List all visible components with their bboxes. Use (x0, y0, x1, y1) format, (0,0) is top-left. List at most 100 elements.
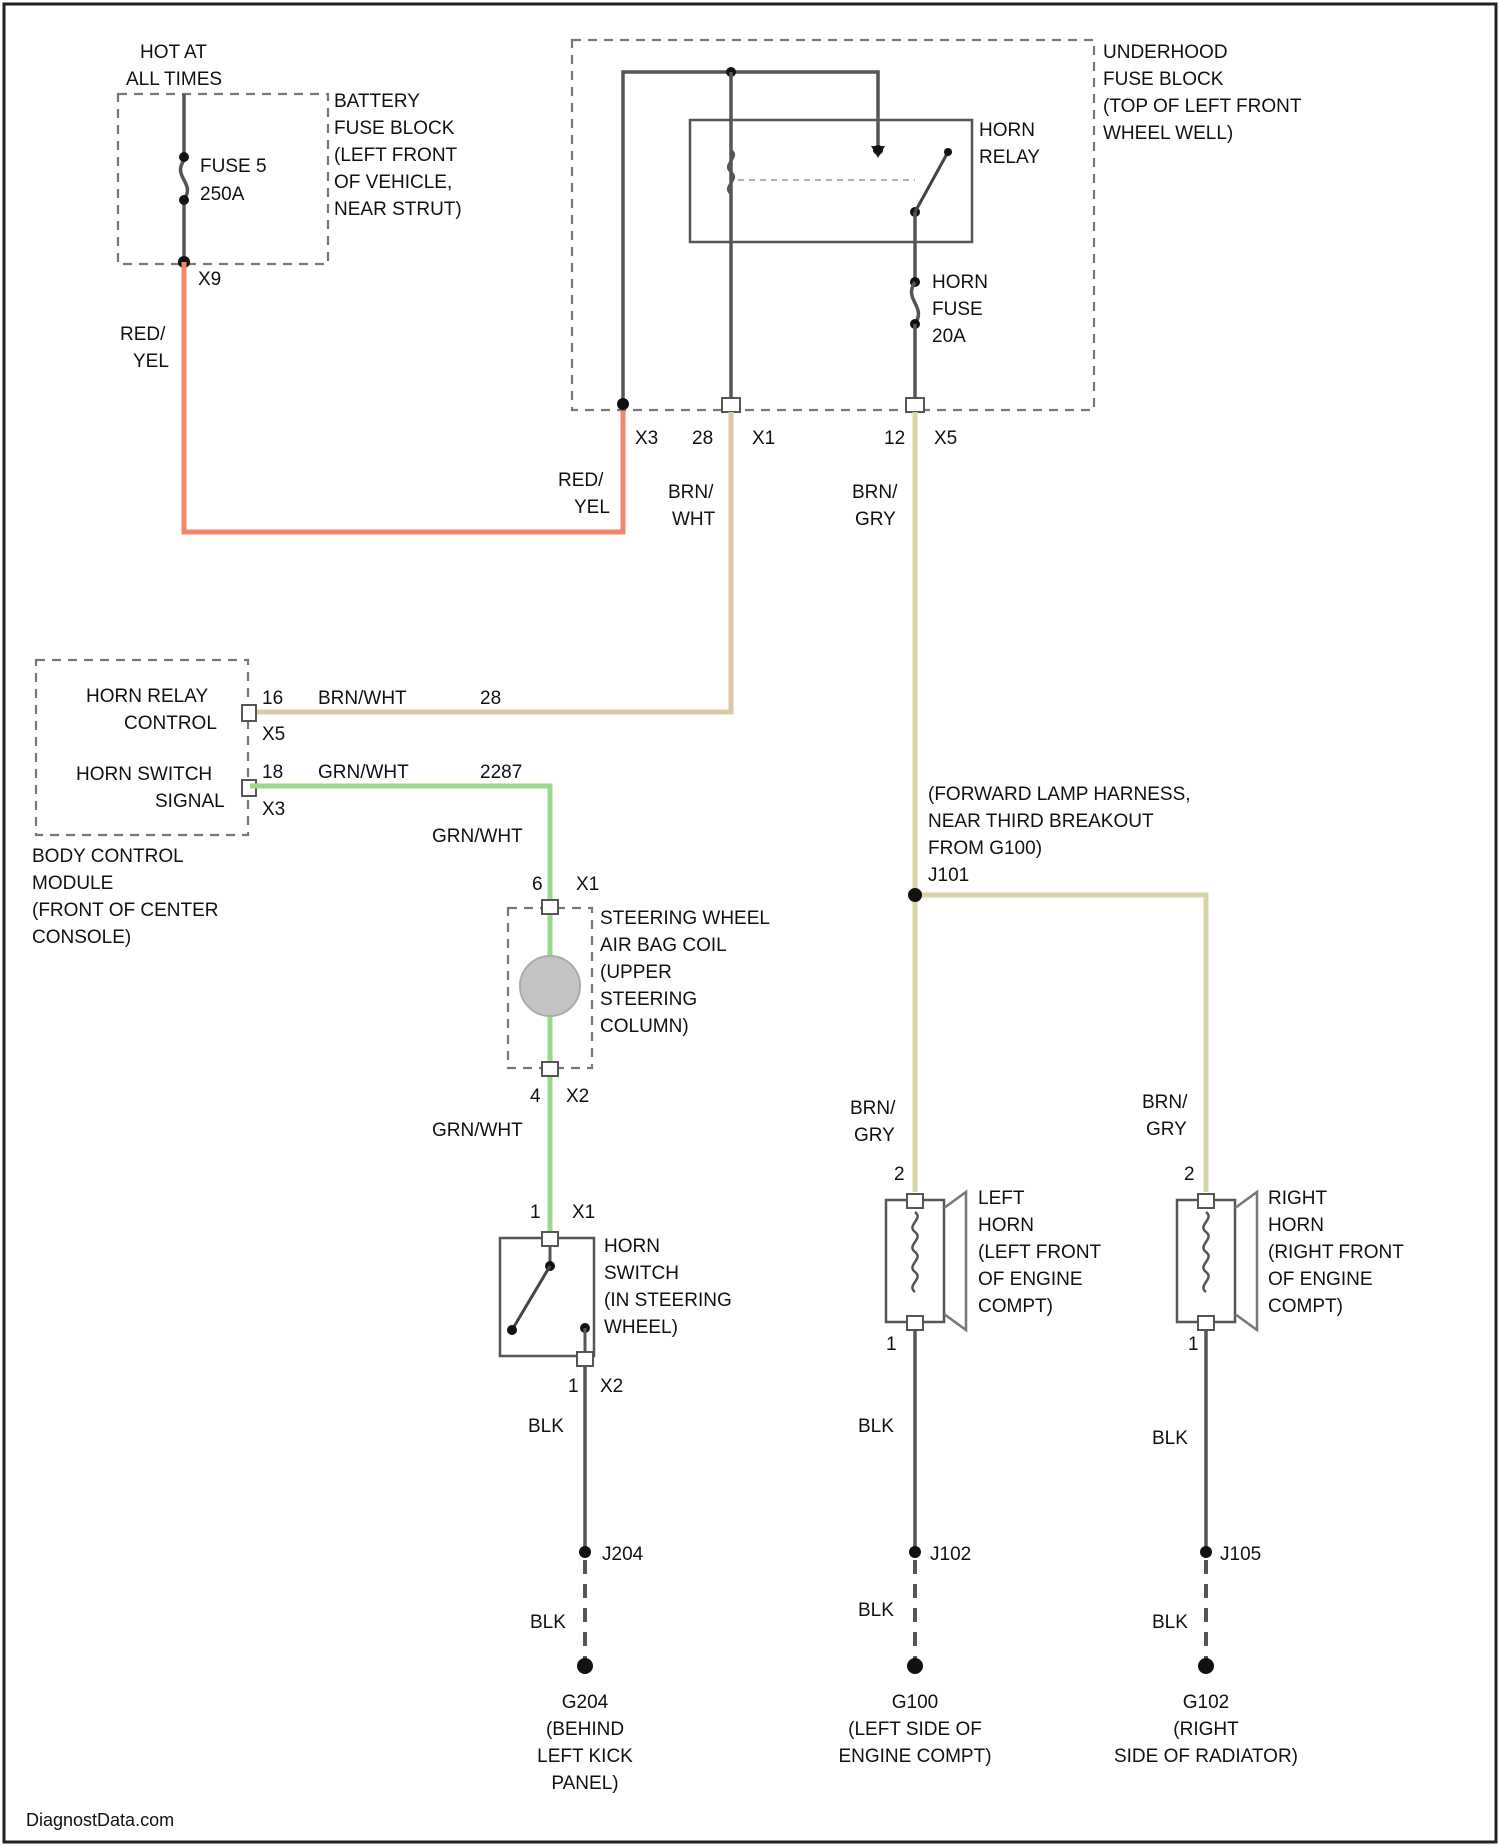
left-horn-label-1: LEFT (978, 1188, 1025, 1209)
battery-fuse-block-location-4: OF VEHICLE, (334, 172, 452, 193)
airbag-coil-label-4: STEERING (600, 989, 697, 1010)
underhood-location-4: WHEEL WELL) (1103, 123, 1233, 144)
ground-g100-label-2: (LEFT SIDE OF (848, 1719, 982, 1740)
bcm-pin-18-label: 18 (262, 762, 283, 783)
left-horn-pin-bottom: 1 (886, 1334, 897, 1355)
forward-lamp-harness-label-2: NEAR THIRD BREAKOUT (928, 811, 1154, 832)
underhood-pin-12 (906, 398, 924, 412)
wire-grn-wht-inline-label: GRN/WHT (318, 762, 409, 783)
wire-brn-gry-right-label-1: BRN/ (1142, 1092, 1188, 1113)
airbag-coil-label-3: (UPPER (600, 962, 672, 983)
bcm-pin-16 (242, 705, 256, 721)
bcm-location-3: (FRONT OF CENTER (32, 900, 218, 921)
wire-brn-gry-right-label-2: GRY (1146, 1119, 1187, 1140)
ground-g204-label-1: G204 (562, 1692, 609, 1713)
wire-blk-4-label: BLK (858, 1600, 894, 1621)
splice-j101: J101 (928, 865, 969, 886)
splice-j204-label: J204 (602, 1544, 644, 1565)
bcm-pin-16-label: 16 (262, 688, 283, 709)
hot-at-all-times-label-2: ALL TIMES (126, 69, 222, 90)
underhood-pin-28-label: 28 (692, 428, 713, 449)
wire-brn-wht-label-1: BRN/ (668, 482, 714, 503)
underhood-pin-x3: X3 (635, 428, 658, 449)
right-horn-label-3: (RIGHT FRONT (1268, 1242, 1404, 1263)
bcm-location-4: CONSOLE) (32, 927, 131, 948)
ground-g100-label-1: G100 (892, 1692, 938, 1713)
fuse-5-rating: 250A (200, 184, 245, 205)
left-horn-label-2: HORN (978, 1215, 1034, 1236)
horn-switch-label-4: WHEEL) (604, 1317, 678, 1338)
splice-j102-dot (909, 1546, 921, 1558)
bcm-horn-switch-signal-2: SIGNAL (155, 791, 225, 812)
underhood-location-1: UNDERHOOD (1103, 42, 1228, 63)
splice-j105-label: J105 (1220, 1544, 1261, 1565)
wire-blk-1-label: BLK (528, 1416, 564, 1437)
wire-blk-3-label: BLK (858, 1416, 894, 1437)
splice-j102-label: J102 (930, 1544, 971, 1565)
forward-lamp-harness-label-3: FROM G100) (928, 838, 1042, 859)
airbag-coil-pin-top: 6 (532, 874, 543, 895)
wire-brn-gry-label-2: GRY (855, 509, 896, 530)
wire-red-yel-2-label-2: YEL (574, 497, 610, 518)
horn-relay-label-1: HORN (979, 120, 1035, 141)
battery-fuse-block-connector: X9 (198, 269, 221, 290)
horn-fuse-label-2: FUSE (932, 299, 983, 320)
airbag-coil-conn-top: X1 (576, 874, 599, 895)
horn-switch-pin-bottom: 1 (568, 1376, 579, 1397)
hot-at-all-times-label-1: HOT AT (140, 42, 207, 63)
bcm-pin-x5-label: X5 (262, 724, 285, 745)
wire-brn-gry-left-label-2: GRY (854, 1125, 895, 1146)
left-horn-label-3: (LEFT FRONT (978, 1242, 1102, 1263)
footer-watermark: DiagnostData.com (26, 1810, 174, 1830)
ground-g100-label-3: ENGINE COMPT) (838, 1746, 991, 1767)
horn-relay-label-2: RELAY (979, 147, 1040, 168)
wire-brn-gry-left-label-1: BRN/ (850, 1098, 896, 1119)
ground-g102-label-3: SIDE OF RADIATOR) (1114, 1746, 1298, 1767)
right-horn-label-1: RIGHT (1268, 1188, 1328, 1209)
airbag-coil-label-1: STEERING WHEEL (600, 908, 770, 929)
wire-blk-2-label: BLK (530, 1612, 566, 1633)
bcm-horn-relay-control-1: HORN RELAY (86, 686, 208, 707)
airbag-coil-label-5: COLUMN) (600, 1016, 689, 1037)
wire-blk-6-label: BLK (1152, 1612, 1188, 1633)
left-horn-label-4: OF ENGINE (978, 1269, 1083, 1290)
bcm-location-1: BODY CONTROL (32, 846, 184, 867)
splice-j105-dot (1200, 1546, 1212, 1558)
bcm-location-2: MODULE (32, 873, 113, 894)
splice-j204-dot (579, 1546, 591, 1558)
ground-g204-symbol (577, 1658, 593, 1674)
wire-brn-wht-label-2: WHT (672, 509, 716, 530)
wire-grn-wht-lower-label: GRN/WHT (432, 1120, 523, 1141)
wire-grn-wht-vertical-label: GRN/WHT (432, 826, 523, 847)
airbag-coil-pin-bottom: 4 (530, 1086, 541, 1107)
wire-brn-gry-label-1: BRN/ (852, 482, 898, 503)
ground-g102-label-2: (RIGHT (1173, 1719, 1239, 1740)
underhood-pin-x1: X1 (752, 428, 775, 449)
left-horn-pin-top: 2 (894, 1164, 905, 1185)
airbag-coil-label-2: AIR BAG COIL (600, 935, 727, 956)
bcm-horn-switch-signal-1: HORN SWITCH (76, 764, 212, 785)
right-horn-label-5: COMPT) (1268, 1296, 1343, 1317)
wire-red-yel-2-label-1: RED/ (558, 470, 604, 491)
underhood-pin-28 (722, 398, 740, 412)
horn-switch-conn-top: X1 (572, 1202, 595, 1223)
ground-g204-label-4: PANEL) (551, 1773, 618, 1794)
left-horn-label-5: COMPT) (978, 1296, 1053, 1317)
right-horn-pin-bottom: 1 (1188, 1334, 1199, 1355)
ground-g100-symbol (907, 1658, 923, 1674)
bcm-pin-x3-label: X3 (262, 799, 285, 820)
fuse-5-name: FUSE 5 (200, 156, 267, 177)
ground-g204-label-2: (BEHIND (546, 1719, 624, 1740)
horn-switch-label-2: SWITCH (604, 1263, 679, 1284)
airbag-coil-conn-bottom: X2 (566, 1086, 589, 1107)
horn-switch-conn-bottom: X2 (600, 1376, 623, 1397)
ground-g204-label-3: LEFT KICK (537, 1746, 633, 1767)
ground-g102-symbol (1198, 1658, 1214, 1674)
horn-switch-label-3: (IN STEERING (604, 1290, 732, 1311)
airbag-coil-symbol (520, 956, 580, 1016)
underhood-pin-12-label: 12 (884, 428, 905, 449)
horn-fuse-label-1: HORN (932, 272, 988, 293)
underhood-pin-x5: X5 (934, 428, 957, 449)
battery-fuse-block-location-1: BATTERY (334, 91, 420, 112)
